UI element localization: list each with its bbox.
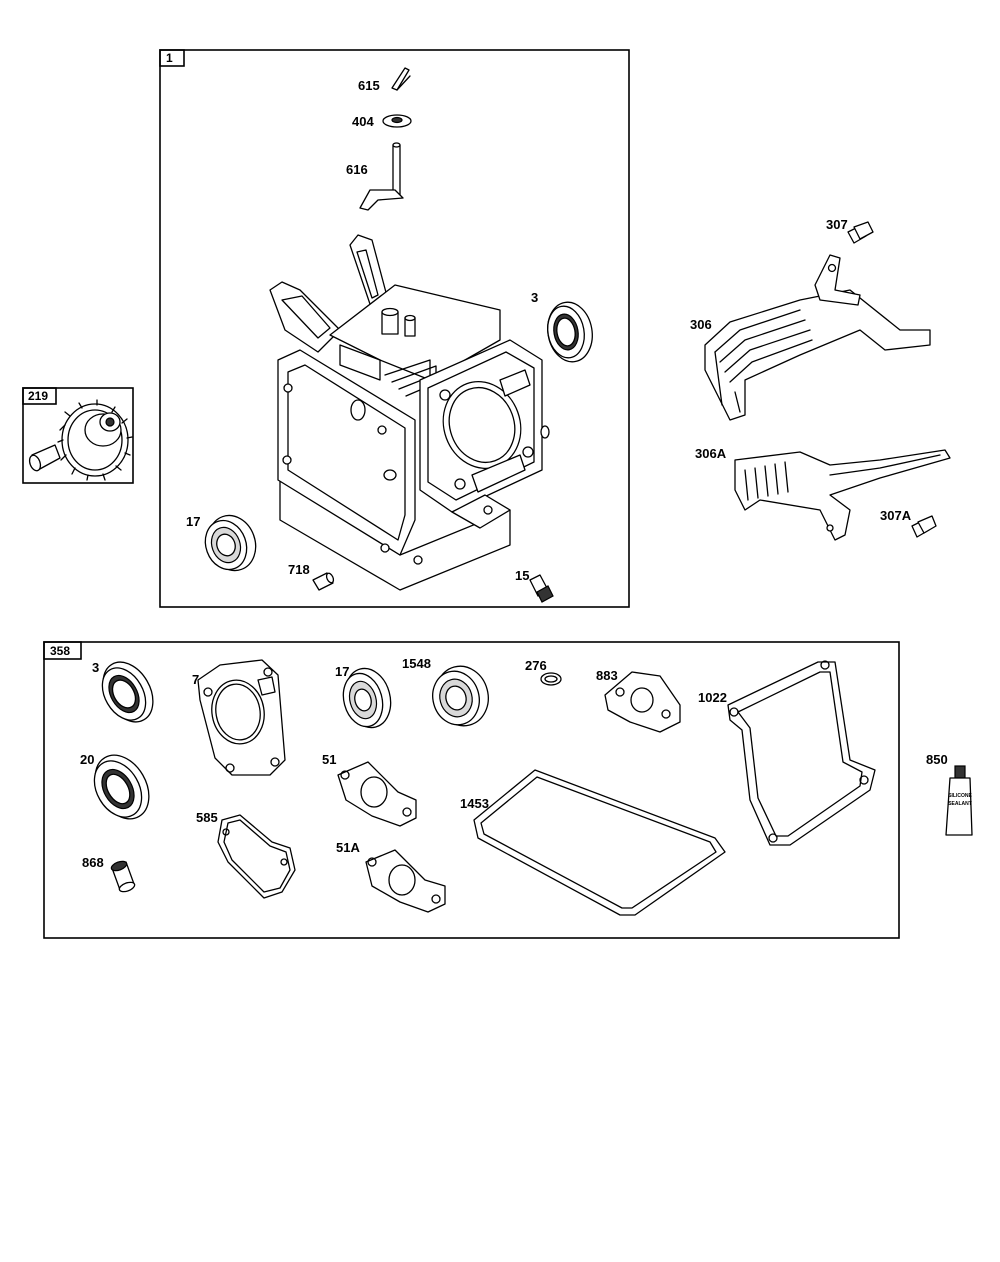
part-718-dowel-pin: 718 (288, 562, 335, 591)
label-883: 883 (596, 668, 618, 683)
sealant-text-line1: SILICONE (948, 793, 972, 799)
part-7-head-gasket: 7 (192, 659, 286, 776)
label-1453: 1453 (460, 796, 489, 811)
label-276: 276 (525, 658, 547, 673)
label-7: 7 (192, 672, 199, 687)
label-51a: 51A (336, 840, 360, 855)
part-404-washer: 404 (352, 114, 412, 129)
label-1548: 1548 (402, 656, 431, 671)
label-51: 51 (322, 752, 336, 767)
part-17-bearing-top: 17 (186, 514, 257, 572)
part-17-bearing-kit: 17 (335, 664, 392, 729)
label-17-top: 17 (186, 514, 200, 529)
group-1-tag: 1 (166, 51, 173, 65)
label-868: 868 (82, 855, 104, 870)
label-307a: 307A (880, 508, 912, 523)
label-17-kit: 17 (335, 664, 349, 679)
part-276-o-ring: 276 (525, 658, 562, 686)
part-868-valve-seal: 868 (82, 855, 136, 893)
label-306a: 306A (695, 446, 727, 461)
part-616-governor-shaft: 616 (346, 142, 404, 211)
part-15-drain-plug: 15 (515, 568, 554, 603)
part-306-shroud: 306 (690, 254, 931, 421)
label-3-top: 3 (531, 290, 538, 305)
group-358-frame: 358 (43, 641, 900, 939)
group-219-tag: 219 (28, 389, 48, 403)
part-1453-gasket: 1453 (460, 769, 726, 916)
label-718: 718 (288, 562, 310, 577)
engine-block (269, 234, 550, 591)
sealant-text-line2: SEALANT (948, 801, 972, 807)
part-585-valve-cover-gasket: 585 (196, 810, 296, 899)
part-883-gasket: 883 (596, 668, 681, 733)
label-3-kit: 3 (92, 660, 99, 675)
group-358-tag: 358 (50, 644, 70, 658)
group-1-frame: 1 (159, 49, 630, 608)
part-1022-gasket: 1022 (698, 660, 876, 846)
part-306a-shroud: 306A (695, 446, 951, 541)
part-307-screw: 307 (826, 217, 874, 244)
part-307a-screw: 307A (880, 508, 937, 538)
label-306: 306 (690, 317, 712, 332)
label-585: 585 (196, 810, 218, 825)
part-51-gasket: 51 (322, 752, 417, 827)
part-850-sealant-tube: SILICONE SEALANT 850 (926, 752, 973, 836)
label-616: 616 (346, 162, 368, 177)
part-3-oil-seal-top: 3 (531, 290, 593, 363)
part-1548-bearing: 1548 (402, 656, 489, 727)
group-219-frame: 219 (22, 387, 134, 484)
part-219-cam-gear (28, 399, 133, 481)
label-15: 15 (515, 568, 529, 583)
part-615-pin: 615 (358, 67, 411, 93)
label-1022: 1022 (698, 690, 727, 705)
label-404: 404 (352, 114, 374, 129)
part-3-oil-seal-kit: 3 (92, 660, 154, 723)
label-850: 850 (926, 752, 948, 767)
label-20: 20 (80, 752, 94, 767)
label-307: 307 (826, 217, 848, 232)
label-615: 615 (358, 78, 380, 93)
part-20-oil-seal: 20 (80, 752, 150, 820)
part-51a-gasket: 51A (336, 840, 446, 913)
